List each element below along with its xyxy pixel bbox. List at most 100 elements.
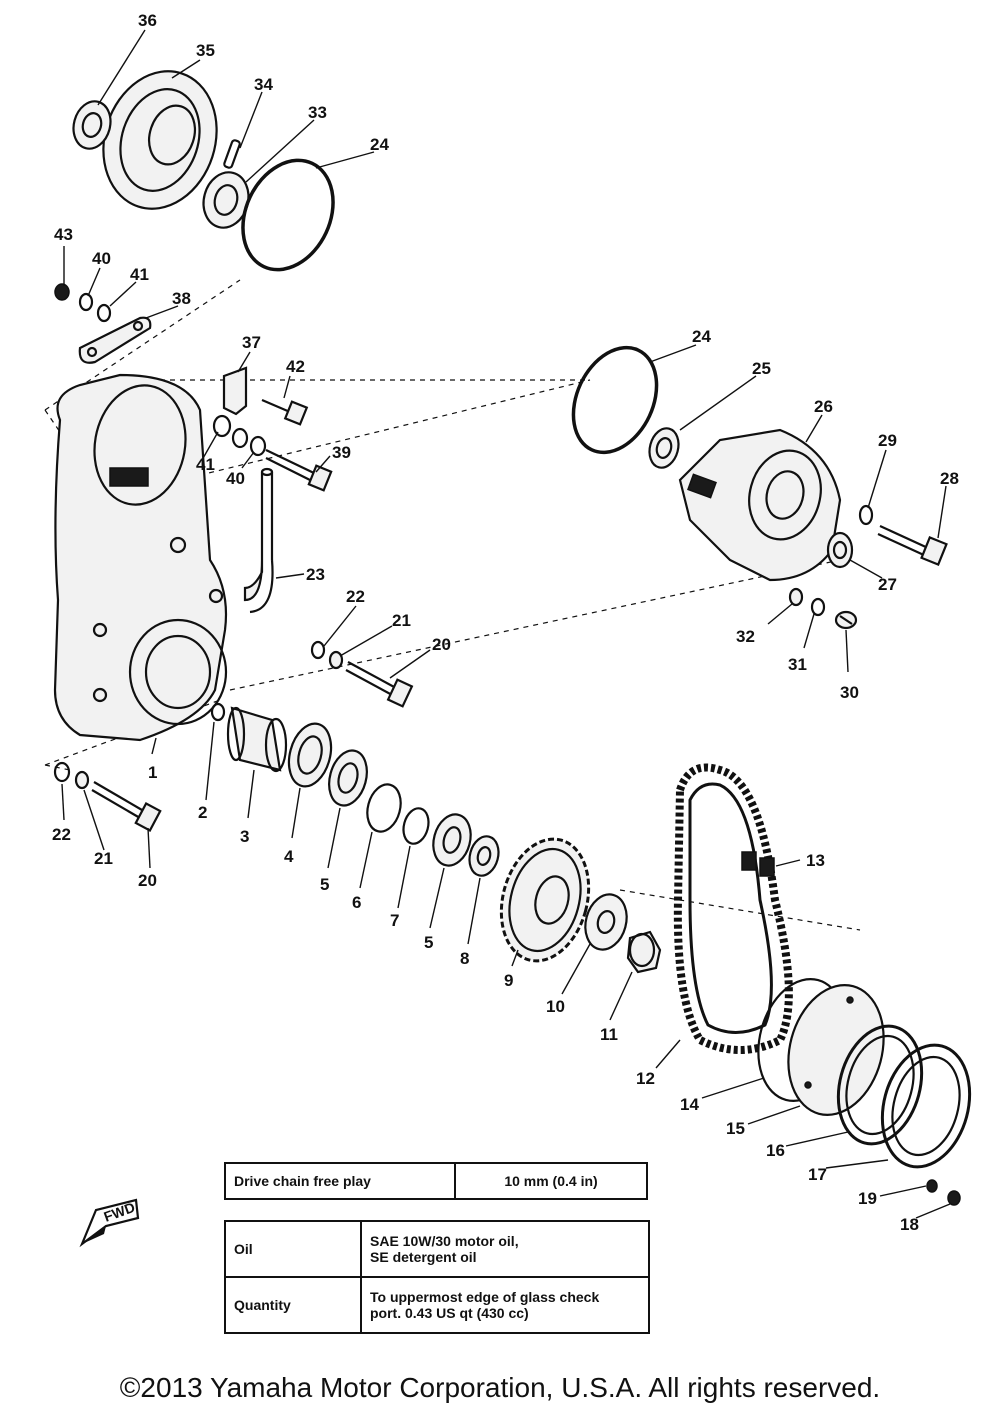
ring-17	[880, 1043, 972, 1169]
label-32: 32	[736, 627, 755, 646]
chain-case-1	[53, 373, 228, 742]
spec-label: Drive chain free play	[224, 1162, 456, 1200]
label-11: 11	[600, 1025, 618, 1044]
label-14: 14	[680, 1095, 699, 1114]
label-10: 10	[546, 997, 565, 1016]
bearing-5b	[432, 813, 472, 867]
washer-22-lower	[53, 761, 71, 783]
spec-value-line: SAE 10W/30 motor oil,	[370, 1233, 519, 1249]
screw-18	[947, 1190, 961, 1206]
label-31: 31	[788, 655, 807, 674]
bolt-28	[877, 525, 948, 567]
washer-29	[858, 504, 874, 526]
label-39: 39	[332, 443, 351, 462]
bolt-20-upper	[345, 661, 414, 708]
label-30: 30	[840, 683, 859, 702]
washer-40-top	[78, 292, 94, 312]
master-link-13	[741, 851, 775, 877]
bolt-39	[249, 435, 333, 492]
fwd-arrow-icon: FWD	[79, 1198, 140, 1248]
bearing-5a	[328, 749, 368, 807]
table-row: Oil SAE 10W/30 motor oil, SE detergent o…	[224, 1220, 650, 1278]
label-17: 17	[808, 1165, 827, 1184]
label-34: 34	[254, 75, 273, 94]
label-40-mid: 40	[226, 469, 245, 488]
leader-lines	[61, 29, 951, 1219]
label-27: 27	[878, 575, 897, 594]
pin-34	[223, 139, 241, 169]
label-21-upper: 21	[392, 611, 411, 630]
bolt-20-lower	[91, 781, 162, 832]
oil-seal-36	[72, 100, 112, 150]
label-23: 23	[306, 565, 325, 584]
breather-pipe-23	[243, 467, 274, 614]
label-33: 33	[308, 103, 327, 122]
circlip-7	[402, 807, 430, 845]
label-38: 38	[172, 289, 191, 308]
plate-38	[78, 316, 152, 364]
label-22-upper: 22	[346, 587, 365, 606]
label-4: 4	[284, 847, 294, 866]
label-9: 9	[504, 971, 513, 990]
label-41-top: 41	[130, 265, 149, 284]
copyright-notice: ©2013 Yamaha Motor Corporation, U.S.A. A…	[119, 1372, 881, 1403]
label-29: 29	[878, 431, 897, 450]
label-8: 8	[460, 949, 469, 968]
label-5b: 5	[424, 933, 433, 952]
spec-value-line: port. 0.43 US qt (430 cc)	[370, 1305, 529, 1321]
label-13: 13	[806, 851, 825, 870]
label-5a: 5	[320, 875, 329, 894]
label-37: 37	[242, 333, 261, 352]
label-15: 15	[726, 1119, 745, 1138]
label-2: 2	[198, 803, 207, 822]
washer-21-lower	[74, 770, 90, 790]
bolt-42	[261, 398, 309, 426]
washer-22-upper	[310, 640, 326, 660]
cover-35	[102, 70, 218, 210]
table-row: Drive chain free play 10 mm (0.4 in)	[224, 1162, 648, 1200]
label-6: 6	[352, 893, 361, 912]
label-20-upper: 20	[432, 635, 451, 654]
label-19: 19	[858, 1189, 877, 1208]
lock-washer-10	[584, 893, 628, 951]
spec-value: SAE 10W/30 motor oil, SE detergent oil	[360, 1220, 650, 1278]
washer-8	[468, 835, 500, 877]
spec-label: Oil	[224, 1220, 362, 1278]
label-22-lower: 22	[52, 825, 71, 844]
label-36: 36	[138, 11, 157, 30]
spec-label: Quantity	[224, 1276, 362, 1334]
label-42: 42	[286, 357, 305, 376]
cover-15	[787, 984, 885, 1116]
spec-value-line: To uppermost edge of glass check	[370, 1289, 600, 1305]
bracket-37	[222, 366, 248, 416]
label-43: 43	[54, 225, 73, 244]
nut-11	[626, 930, 662, 974]
washer-31	[810, 597, 826, 617]
nut-43	[54, 283, 70, 301]
label-21-lower: 21	[94, 849, 113, 868]
label-20-lower: 20	[138, 871, 157, 890]
label-12: 12	[636, 1069, 655, 1088]
label-16: 16	[766, 1141, 785, 1160]
label-7: 7	[390, 911, 399, 930]
washer-21-upper	[328, 650, 344, 670]
sprocket-9	[499, 837, 591, 963]
label-24-right: 24	[692, 327, 711, 346]
oil-spec-table: Oil SAE 10W/30 motor oil, SE detergent o…	[224, 1220, 650, 1334]
washer-41-mid	[212, 414, 249, 449]
label-40-top: 40	[92, 249, 111, 268]
drive-chain-spec-table: Drive chain free play 10 mm (0.4 in)	[224, 1162, 648, 1200]
screw-30	[834, 610, 858, 630]
washer-41-top	[96, 303, 112, 323]
part-labels: 36 35 34 33 24 43 40 41 38 37 42 41 40 3…	[52, 11, 959, 1234]
label-24-top: 24	[370, 135, 389, 154]
label-25: 25	[752, 359, 771, 378]
label-18: 18	[900, 1215, 919, 1234]
table-row: Quantity To uppermost edge of glass chec…	[224, 1276, 650, 1334]
seal-4	[287, 722, 333, 788]
label-26: 26	[814, 397, 833, 416]
spec-value: To uppermost edge of glass check port. 0…	[360, 1276, 650, 1334]
sleeve-3	[226, 706, 288, 773]
label-35: 35	[196, 41, 215, 60]
